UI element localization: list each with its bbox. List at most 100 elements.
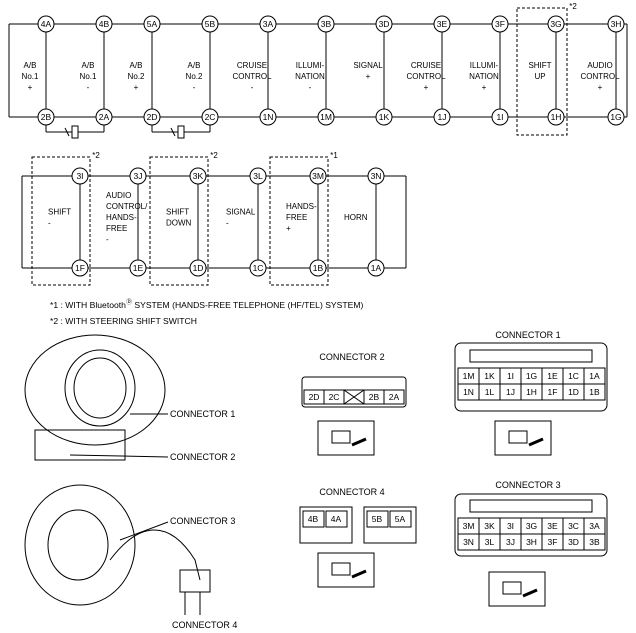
switch-label: CONTROL/: [106, 202, 148, 211]
terminal-label: 3B: [321, 19, 332, 29]
switch-label: -: [48, 219, 51, 228]
connector-title: CONNECTOR 2: [319, 352, 384, 362]
pin-label: 3L: [485, 537, 495, 547]
terminal-circle: [367, 167, 385, 185]
pin-cell: [583, 383, 606, 401]
switch-label: A/B: [82, 61, 95, 70]
terminal-label: 4B: [99, 19, 110, 29]
terminal-circle: [259, 15, 277, 33]
optional-box: [149, 156, 209, 286]
resistor-icon: [177, 125, 185, 139]
terminal-label: 1J: [438, 112, 447, 122]
optional-box: [516, 7, 568, 136]
terminal-circle: [189, 259, 207, 277]
switch-label: SIGNAL: [353, 61, 383, 70]
footnote-1: *1 : WITH BluetoothⒹ SYSTEM (HANDS-FREE …: [50, 299, 364, 310]
resistor-icon: [71, 125, 79, 139]
terminal-label: 1E: [133, 263, 144, 273]
switch-label: HORN: [344, 213, 368, 222]
switch-label: +: [134, 83, 139, 92]
terminal-circle: [607, 15, 625, 33]
pin-label: 3I: [507, 521, 514, 531]
switch-label: CONTROL: [232, 72, 272, 81]
terminal-circle: [491, 15, 509, 33]
terminal-circle: [607, 108, 625, 126]
terminal-label: 3L: [253, 171, 263, 181]
terminal-label: 1H: [551, 112, 562, 122]
leader-line: [69, 454, 169, 458]
terminal-circle: [129, 259, 147, 277]
pin-label: 3A: [589, 521, 600, 531]
terminal-circle: [491, 108, 509, 126]
arrow-icon: [351, 437, 367, 447]
switch-label: No.2: [186, 72, 203, 81]
switch-label: No.1: [22, 72, 39, 81]
switch-label: CRUISE: [411, 61, 441, 70]
terminal-label: 4A: [41, 19, 52, 29]
pin-label: 1K: [484, 371, 495, 381]
pin-label: 1M: [463, 371, 475, 381]
pin-label: 1D: [568, 387, 579, 397]
terminal-circle: [189, 167, 207, 185]
terminal-label: 5A: [147, 19, 158, 29]
switch-label: NATION: [469, 72, 499, 81]
pin-label: 3E: [547, 521, 558, 531]
terminal-circle: [367, 259, 385, 277]
switch-label: AUDIO: [587, 61, 612, 70]
pin-cell: [389, 510, 412, 528]
terminal-circle: [433, 15, 451, 33]
pin-label: 1L: [485, 387, 495, 397]
terminal-label: 1I: [496, 112, 503, 122]
terminal-label: 3H: [611, 19, 622, 29]
arrow-icon: [528, 437, 544, 447]
switch-label: CRUISE: [237, 61, 267, 70]
switch-label: -: [193, 83, 196, 92]
terminal-circle: [249, 167, 267, 185]
switch-label: +: [482, 83, 487, 92]
plug-icon: [502, 581, 522, 595]
pin-label: 3B: [589, 537, 600, 547]
switch-label: HANDS-: [286, 202, 317, 211]
switch-label: +: [598, 83, 603, 92]
switch-label: HANDS-: [106, 213, 137, 222]
optional-box: [269, 156, 329, 286]
pin-cell: [302, 510, 325, 528]
terminal-label: 2A: [99, 112, 110, 122]
pin-label: 1A: [589, 371, 600, 381]
clock-spring-outer: [24, 334, 166, 446]
switch-label: CONTROL: [406, 72, 446, 81]
pin-cell: [583, 533, 606, 551]
terminal-label: 1K: [379, 112, 390, 122]
footnote-2: *2 : WITH STEERING SHIFT SWITCH: [50, 316, 197, 326]
terminal-circle: [375, 108, 393, 126]
plug-icon: [331, 430, 351, 444]
terminal-label: 3J: [134, 171, 143, 181]
switch-label: +: [28, 83, 33, 92]
harness: [109, 529, 201, 581]
pin-label: 4B: [308, 514, 319, 524]
switch-label: -: [226, 219, 229, 228]
pin-cell: [383, 389, 405, 405]
terminal-label: 1N: [263, 112, 274, 122]
connector-1-latch: [469, 349, 593, 363]
terminal-label: 5B: [205, 19, 216, 29]
pin-label: 3H: [526, 537, 537, 547]
switch-label: DOWN: [166, 219, 192, 228]
terminal-label: 1B: [313, 263, 324, 273]
terminal-circle: [259, 108, 277, 126]
terminal-label: 1G: [610, 112, 621, 122]
switch-label: FREE: [106, 224, 127, 233]
blank-x: [343, 389, 365, 405]
box-note: *2: [92, 151, 100, 160]
terminal-circle: [547, 15, 565, 33]
terminal-label: 2D: [147, 112, 158, 122]
terminal-circle: [143, 15, 161, 33]
terminal-label: 3A: [263, 19, 274, 29]
connector-title: CONNECTOR 1: [495, 330, 560, 340]
pin-label: 3N: [463, 537, 474, 547]
terminal-label: 3D: [379, 19, 390, 29]
terminal-label: 1C: [253, 263, 264, 273]
connector-3-latch: [469, 499, 593, 513]
